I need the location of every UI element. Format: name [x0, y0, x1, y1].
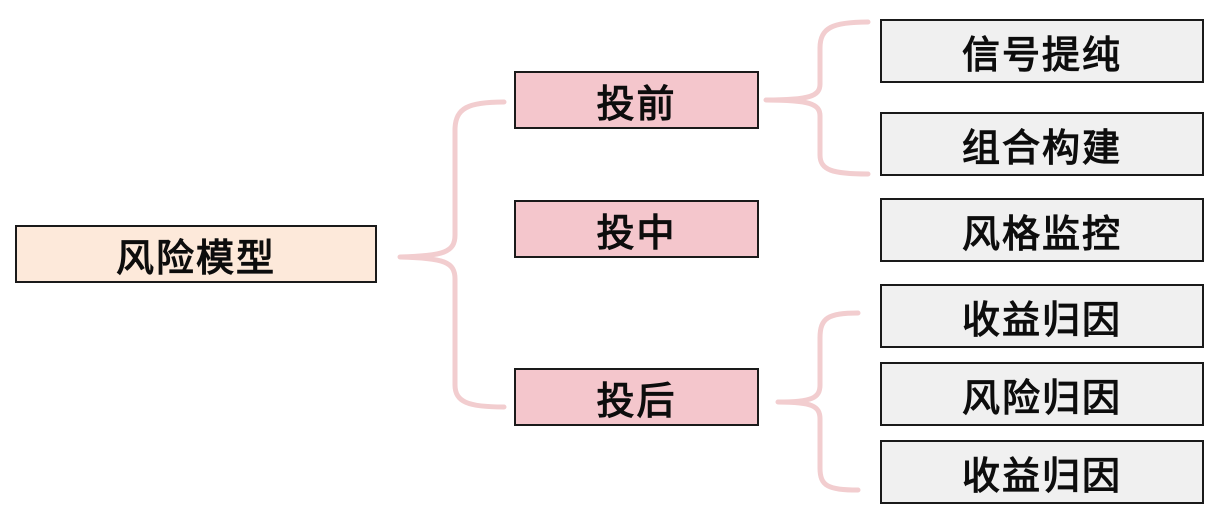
leaf-node-return-attribution: 收益归因 [880, 284, 1204, 348]
stage-pre-brace [763, 19, 871, 177]
leaf-node-signal-purification: 信号提纯 [880, 19, 1204, 83]
root-to-stages-brace [397, 99, 507, 410]
stage-node-pre: 投前 [514, 71, 759, 129]
leaf-node-portfolio-construction: 组合构建 [880, 112, 1204, 176]
stage-post-brace [775, 310, 861, 493]
leaf-node-return-attribution-2: 收益归因 [880, 440, 1204, 504]
root-node-risk-model: 风险模型 [15, 225, 377, 283]
stage-node-during: 投中 [514, 200, 759, 258]
leaf-node-risk-attribution: 风险归因 [880, 362, 1204, 426]
stage-node-post: 投后 [514, 368, 759, 426]
leaf-node-style-monitoring: 风格监控 [880, 198, 1204, 262]
